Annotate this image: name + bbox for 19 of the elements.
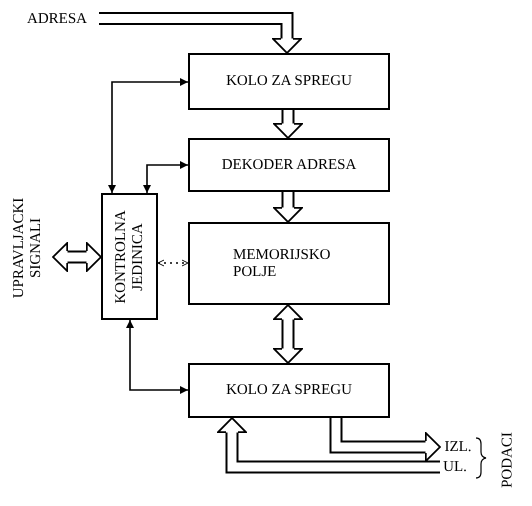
arrow: [143, 161, 188, 193]
arrow: [158, 260, 188, 266]
block-box: [188, 53, 390, 110]
block-box: [188, 222, 390, 305]
block-label: KOLO ZA SPREGU: [226, 382, 352, 399]
group-label: PODACI: [499, 432, 516, 488]
block-label: KONTROLNA JEDINICA: [112, 208, 146, 306]
arrow: [126, 320, 188, 394]
signal-label: UL.: [440, 457, 470, 477]
block-box: [188, 138, 390, 192]
signal-label: ADRESA: [15, 8, 99, 30]
block-label: MEMORIJSKO POLJE: [233, 246, 332, 280]
arrow: [108, 78, 188, 193]
block-label: DEKODER ADRESA: [222, 156, 356, 174]
block-label: UPRAVLJACKI SIGNALI: [10, 196, 45, 300]
block-label: KOLO ZA SPREGU: [226, 73, 352, 90]
block-box: [188, 363, 390, 418]
signal-label: IZL.: [440, 437, 476, 457]
block-box: [101, 193, 158, 320]
